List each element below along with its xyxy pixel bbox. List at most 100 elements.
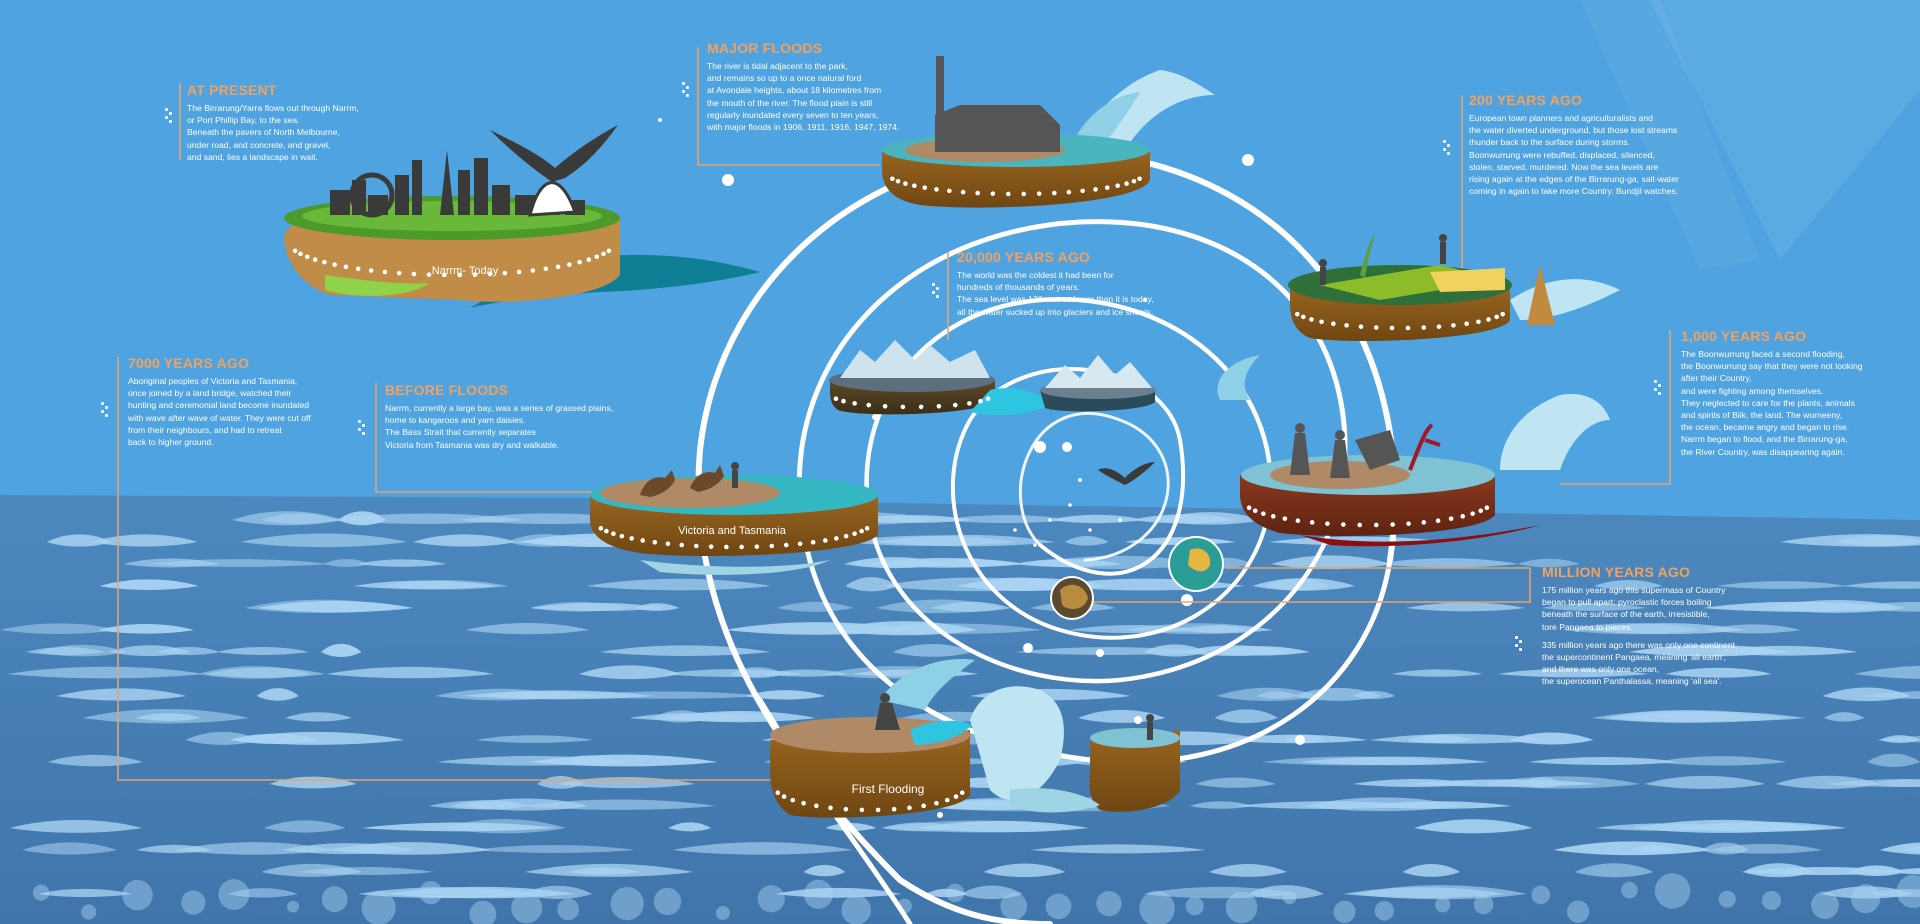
bubble [1811, 891, 1839, 920]
spiral-outer-loop [695, 148, 1398, 924]
bubble [81, 904, 97, 920]
panel-text-line: under road, and concrete, and gravel, [187, 139, 331, 150]
island-shadow [1300, 525, 1540, 547]
panel-text-line: They neglected to care for the plants, a… [1681, 397, 1855, 408]
glacier-icon [1045, 355, 1152, 388]
rim-dot [530, 268, 536, 273]
island-1000-years-ago [1217, 355, 1610, 547]
wave-stroke [135, 713, 202, 721]
rim-dot [292, 248, 298, 254]
wave-stroke [261, 513, 337, 524]
panel-million-years-ago: MILLION YEARS AGO 175 million years ago … [1542, 564, 1737, 688]
dots-ornament-icon [1654, 380, 1662, 396]
panel-text-line: after their Country, [1681, 373, 1752, 384]
rim-dot [1295, 518, 1301, 524]
wave-stroke [530, 602, 665, 612]
wave-stroke [174, 842, 334, 855]
wave-stroke [599, 645, 771, 656]
island-soil [1089, 730, 1180, 812]
bubble [1654, 873, 1691, 909]
panel-text-line: and sand, lies a landscape in wait. [187, 151, 318, 162]
rim-dot [472, 272, 478, 277]
panel-text-line: all the water sucked up into glaciers an… [957, 306, 1154, 317]
bubble [469, 900, 497, 924]
rim-dot [921, 803, 926, 809]
island-grass-patch [325, 275, 430, 296]
wave-stroke [1519, 777, 1564, 788]
rim-dot [934, 187, 939, 192]
rim-dot [900, 404, 906, 410]
bubble [1761, 890, 1782, 911]
wave-stroke [0, 623, 119, 634]
panel-7000-years-ago: 7000 YEARS AGO Aboriginal peoples of Vic… [128, 355, 311, 448]
leader-major-floods [697, 47, 880, 166]
bubble [122, 879, 153, 911]
bubble [1621, 881, 1638, 899]
wave-stroke [1875, 735, 1920, 743]
dots-ornament-icon [682, 82, 690, 98]
panel-text-line: home to kangaroos and yam daisies. [385, 415, 526, 426]
wave-stroke [586, 578, 772, 591]
wave-stroke [1665, 667, 1772, 678]
wave-stroke [1402, 864, 1461, 877]
glacier-icon [840, 340, 990, 378]
bubble [419, 880, 443, 905]
rim-dot [1319, 319, 1324, 325]
wave-stroke [1823, 712, 1865, 722]
rim-dot [1309, 520, 1315, 525]
wave-stroke [1508, 732, 1594, 745]
island-shadow [640, 560, 830, 575]
wave-stroke [1858, 691, 1920, 699]
rim-dot [1325, 521, 1330, 526]
rim-dot [1021, 191, 1027, 197]
island-shadow [1010, 788, 1100, 813]
rim-dot [1500, 311, 1506, 317]
island-label-victoria-tasmania: Victoria and Tasmania [678, 525, 786, 537]
pangaea-globe-icon [1050, 576, 1094, 620]
rim-dot [975, 190, 980, 196]
rim-dot [1451, 323, 1456, 328]
wave-stroke [261, 863, 363, 877]
rim-dot [619, 533, 625, 539]
wave-stroke [1497, 668, 1649, 678]
rim-dot [978, 398, 983, 404]
rim-dot [1052, 190, 1057, 196]
wave-stroke [1644, 775, 1766, 789]
rim-dot [834, 536, 839, 541]
island-dots [775, 790, 965, 813]
rim-dot [833, 396, 839, 402]
wave-stroke [1157, 512, 1262, 525]
panel-at-present: AT PRESENT The Birrarung/Yarra flows out… [187, 82, 359, 163]
wave-stroke [1842, 581, 1920, 589]
wave-stroke [320, 643, 362, 657]
island-label-first-flooding: First Flooding [851, 782, 925, 796]
wave-stroke [216, 647, 309, 655]
eagle-icon [1098, 462, 1155, 485]
figure-icon [1319, 234, 1447, 285]
rim-dot [1341, 522, 1346, 527]
rim-dot [1389, 325, 1395, 331]
rim-dot [724, 544, 729, 550]
wave-stroke [1594, 579, 1663, 590]
wave-stroke [1214, 709, 1279, 724]
rim-dot [1309, 317, 1314, 322]
wave-stroke [1195, 777, 1276, 788]
wave-stroke [843, 557, 945, 569]
leader-before-floods [375, 383, 600, 493]
panel-text-line: Narrm began to flood, and the Birrarung-… [1681, 434, 1848, 445]
panel-heading: 20,000 YEARS AGO [957, 249, 1091, 265]
rim-dot [708, 544, 714, 549]
island-soil [770, 730, 970, 818]
bubble [715, 905, 730, 920]
rim-dot [922, 185, 928, 190]
rim-dot [1448, 516, 1454, 521]
rim-dot [298, 251, 303, 257]
wave-stroke [1391, 669, 1483, 677]
rim-dot [1373, 325, 1379, 330]
wave-stroke [1013, 647, 1205, 655]
kangaroo-icon [640, 465, 724, 497]
wave-stroke [565, 691, 766, 699]
panel-text-line: Boonwurrung were rebuffed, displaced, si… [1469, 149, 1655, 160]
bubble [1333, 900, 1356, 923]
